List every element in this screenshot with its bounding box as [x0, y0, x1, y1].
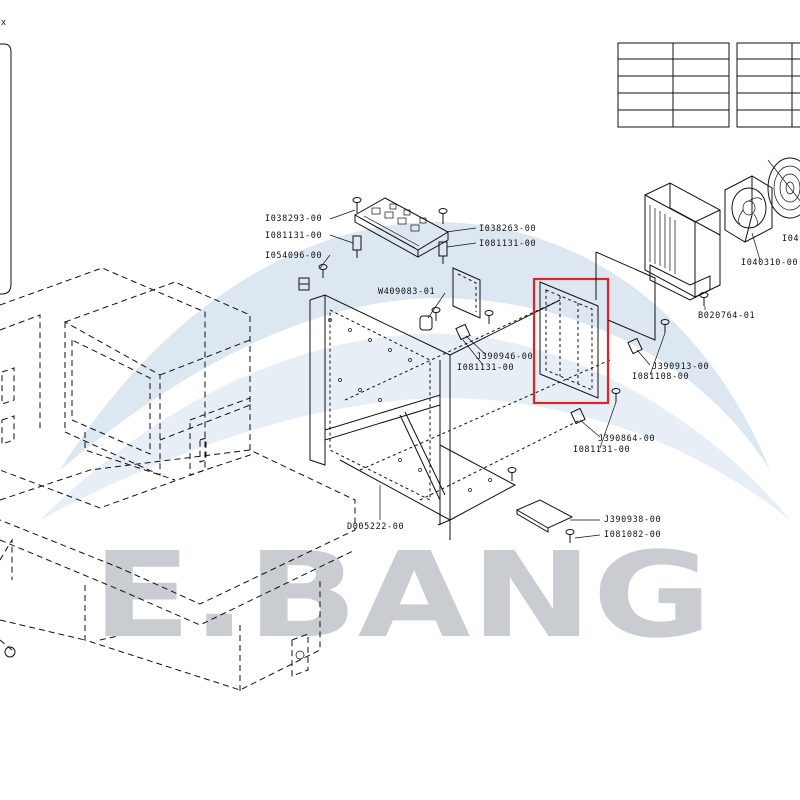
- label-j390864: J390864-00: [598, 434, 655, 444]
- highlighted-panel: [539, 281, 599, 399]
- part-labels: I038293-00 I081131-00 I054096-00 I038263…: [265, 214, 799, 540]
- fan-icon: [724, 175, 773, 243]
- watermark-text: E.BANG: [92, 526, 712, 664]
- reference-table-1: [617, 42, 730, 128]
- label-d005222: D005222-00: [347, 522, 404, 532]
- label-i081131-d: I081131-00: [573, 445, 630, 455]
- leader-lines: [319, 209, 761, 539]
- label-i038263: I038263-00: [479, 224, 536, 234]
- monitor-outline: [0, 267, 251, 509]
- label-i054096: I054096-00: [265, 251, 322, 261]
- label-i081131-b: I081131-00: [479, 239, 536, 249]
- desk-outline: [0, 449, 356, 695]
- label-j390913: J390913-00: [652, 362, 709, 372]
- label-i081131-a: I081131-00: [265, 231, 322, 241]
- label-j390946: J390946-00: [476, 352, 533, 362]
- legend-box-edge: [0, 43, 12, 295]
- small-pcb: [452, 267, 481, 319]
- back-panel: [595, 251, 656, 341]
- label-i081131-c: I081131-00: [457, 363, 514, 373]
- label-j390938: J390938-00: [604, 515, 661, 525]
- highlight-box: [532, 277, 610, 405]
- bottom-plate: [515, 499, 574, 533]
- corner-char: x: [1, 18, 7, 28]
- reference-table-2: [736, 42, 800, 128]
- label-i040310: I040310-00: [741, 258, 798, 268]
- fan-guard-icon: [767, 157, 800, 219]
- label-i081082: I081082-00: [604, 530, 661, 540]
- watermark-swoosh: [40, 221, 790, 520]
- label-i04-partial: I04: [782, 234, 799, 244]
- standoff-icons: [298, 235, 643, 425]
- screw-icons: [318, 197, 709, 543]
- label-i038293: I038293-00: [265, 214, 322, 224]
- frame-d005222: [309, 294, 611, 540]
- label-w409083: W409083-01: [378, 287, 435, 297]
- label-b020764: B020764-01: [698, 311, 755, 321]
- label-i081108: I081108-00: [632, 372, 689, 382]
- fan-housing: [644, 182, 721, 301]
